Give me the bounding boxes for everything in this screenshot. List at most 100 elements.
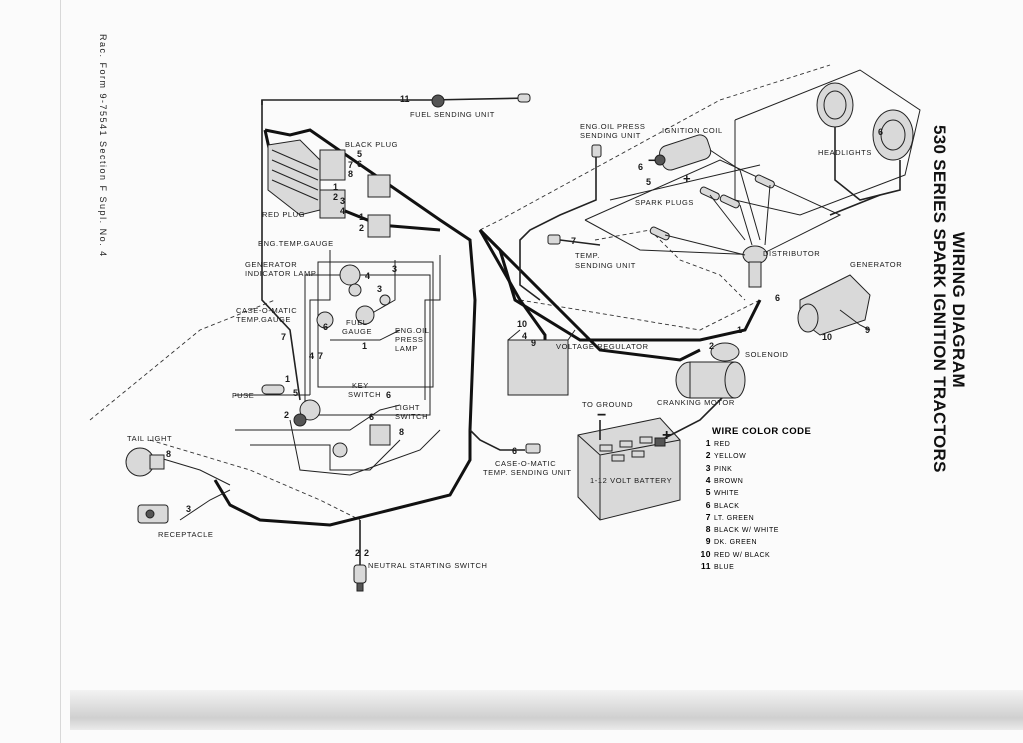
legend-code: 3 [705,462,711,473]
wire-number: 2 [355,548,360,558]
battery [577,379,741,521]
terminal-marks: − + − + [597,152,691,444]
legend-code: 7 [705,511,711,522]
legend-code: 8 [705,524,711,535]
light-switch-knob [332,442,348,458]
coil-positive-mark: + [683,171,691,186]
legend-code: 2 [705,450,711,461]
key-switch-body [293,413,307,427]
temp-sending-unit [547,234,561,245]
label-case-o-matic-temp-gauge-1: CASE-O-MATIC [236,306,297,315]
wire-number: 4 [309,351,314,361]
label-eng-oil-press-lamp-2: PRESS [395,335,423,344]
label-eng-oil-press-lamp-1: ENG.OIL [395,326,430,335]
wire-number: 1 [285,374,290,384]
case-o-matic-temp-gauge [316,311,334,329]
legend-code: 5 [705,487,711,498]
wire-number: 7 [281,332,286,342]
wire-number: 6 [512,446,517,456]
black-plug-block [319,149,346,181]
legend-color-name: DK. GREEN [714,539,758,547]
wire-number: 3 [340,196,345,206]
generator-indicator-lamp [348,283,362,297]
eng-temp-gauge [339,264,361,286]
label-solenoid: SOLENOID [745,350,789,359]
legend-code: 4 [705,474,711,485]
wire-number: 8 [399,427,404,437]
label-distributor: DISTRIBUTOR [763,249,820,258]
spark-plug-1 [699,186,720,201]
legend-color-name: LT. GREEN [714,514,755,522]
label-black-plug: BLACK PLUG [345,140,398,149]
label-key-switch-2: SWITCH [348,390,381,399]
wire-number: 10 [517,319,527,329]
fuel-gauge [355,305,375,325]
mid-plug-block-a [367,174,391,198]
voltage-regulator [507,329,576,396]
legend-color-name: YELLOW [714,453,747,461]
wire-number: 6 [386,390,391,400]
label-ignition-coil: IGNITION COIL [662,126,723,135]
fuel-sending-unit [431,93,531,108]
wire-number: 6 [357,159,362,169]
label-fuel-gauge-2: GAUGE [342,327,372,336]
wire-numbers: 11 5 6 7 8 1 2 3 4 1 2 6 5 7 6 10 9 6 10… [166,94,883,558]
label-generator: GENERATOR [850,260,902,269]
wire-number: 8 [348,169,353,179]
solenoid [710,342,740,362]
legend-code: 10 [700,548,711,559]
case-o-matic-temp-sending-unit [525,443,541,454]
mid-plug-block-b [367,214,391,238]
neutral-starting-switch [353,564,367,592]
label-eng-oil-press-sending-unit-2: SENDING UNIT [580,131,641,140]
tractor-outline [89,64,921,521]
legend-code: 9 [705,536,711,547]
legend-color-name: RED W/ BLACK [714,551,771,559]
wire-number: 4 [365,271,370,281]
battery-negative-mark: − [597,407,606,424]
ignition-coil [659,134,712,171]
plug-connectors [267,139,391,238]
wire-number: 6 [369,412,374,422]
legend-color-name: RED [714,441,731,448]
label-fuel-gauge-1: FUEL [346,318,368,327]
wire-number: 6 [775,293,780,303]
scan-shadow [70,690,1023,730]
wire-number: 3 [392,264,397,274]
wire-number: 11 [400,94,410,104]
label-to-ground: TO GROUND [582,400,633,409]
light-switch [369,424,391,446]
wire-number: 6 [878,127,883,137]
label-spark-plugs: SPARK PLUGS [635,198,694,207]
label-light-switch-2: SWITCH [395,412,428,421]
legend-color-name: BLACK [714,502,740,510]
label-temp-sending-unit-2: SENDING UNIT [575,261,636,270]
label-eng-temp-gauge: ENG.TEMP.GAUGE [258,239,334,248]
headlight-left [816,82,854,128]
scan-edge-line [60,0,61,743]
label-generator-indicator-lamp-2: INDICATOR LAMP [245,269,316,278]
wire-number: 2 [284,410,289,420]
component-labels: FUEL SENDING UNIT BLACK PLUG RED PLUG EN… [127,110,902,570]
legend-title: WIRE COLOR CODE [712,426,812,437]
wire-number: 2 [709,341,714,351]
label-fuse: FUSE [232,391,254,400]
legend-color-name: BLACK W/ WHITE [714,527,779,535]
label-voltage-regulator: VOLTAGE REGULATOR [556,342,649,351]
coil-negative-mark: − [648,152,656,168]
wire-number: 2 [364,548,369,558]
legend-code: 11 [701,561,711,571]
label-case-o-matic-temp-sending-unit-1: CASE-O-MATIC [495,459,556,468]
label-temp-sending-unit-1: TEMP. [575,251,600,260]
label-tail-light: TAIL LIGHT [127,434,172,443]
cranking-motor [675,342,746,399]
